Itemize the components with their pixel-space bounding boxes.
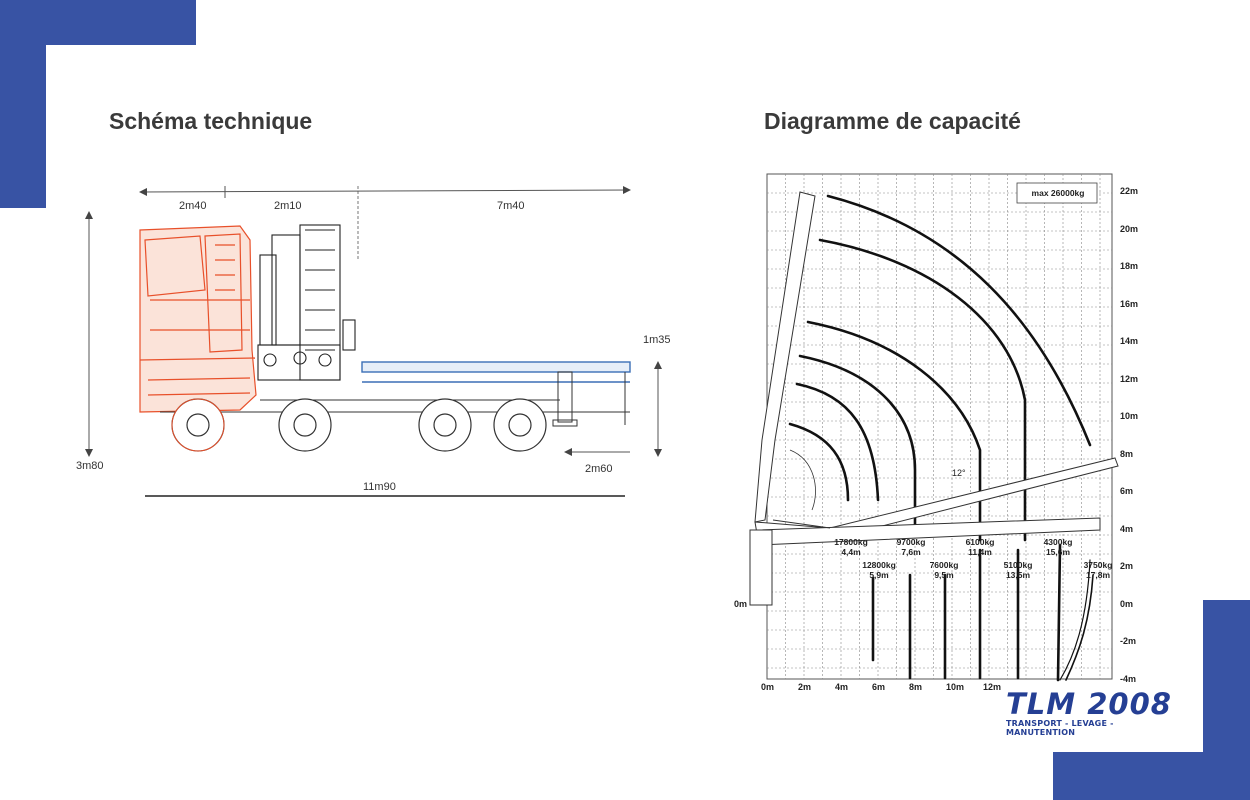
dim-height: 3m80 [76,460,104,472]
y-tick-label: 2m [1120,561,1134,571]
load-value: 5100kg [1003,560,1033,570]
max-capacity-label: max 26000kg [1031,188,1085,198]
reach-value: 7,6m [901,547,921,557]
x-tick-label: 0m [761,682,775,692]
reach-value: 4,4m [841,547,861,557]
reach-value: 9,5m [934,570,954,580]
y-tick-label: 18m [1120,261,1139,271]
y-tick-label: 16m [1120,298,1139,309]
capacity-title: Diagramme de capacité [764,108,1021,134]
tlm-logo: TLM 2008 TRANSPORT - LEVAGE - MANUTENTIO… [1006,689,1181,737]
reach-value: 17,8m [1085,570,1111,580]
load-value: 12800kg [862,560,896,570]
x-tick-label: 2m [798,682,812,692]
y-tick-label: 10m [1120,411,1139,421]
dim-deck-height: 1m35 [643,334,671,346]
reach-value: 13,5m [1005,570,1031,580]
y-tick-label: 20m [1120,223,1139,234]
logo-tagline: TRANSPORT - LEVAGE - MANUTENTION [1006,719,1114,737]
schema-title: Schéma technique [109,108,313,134]
crane-structure [257,224,356,381]
corner-decoration-bottom-bar [1053,752,1250,800]
y-tick-label: -2m [1120,636,1137,646]
load-value: 4300kg [1043,537,1073,547]
zero-label: 0m [734,599,748,609]
x-tick-label: 4m [835,682,849,692]
load-value: 7600kg [929,560,959,570]
y-tick-label: 12m [1120,373,1139,384]
x-tick-label: 10m [946,682,965,692]
reach-value: 5,9m [869,570,889,580]
x-tick-label: 12m [983,682,1002,692]
y-tick-label: 22m [1120,186,1139,196]
y-tick-label: 8m [1120,448,1134,459]
angle-label: 12° [952,468,966,478]
y-tick-label: 0m [1120,598,1134,609]
y-tick-label: 6m [1120,486,1134,496]
dim-crane-length: 2m10 [274,200,302,212]
dim-deck-length: 7m40 [497,200,525,212]
truck-deck [361,361,631,383]
dim-total-length: 11m90 [363,481,396,493]
y-tick-label: -4m [1120,673,1137,684]
dim-cab-length: 2m40 [179,200,207,212]
x-tick-label: 8m [909,682,923,692]
x-tick-label: 6m [872,682,886,692]
dim-rear-overhang: 2m60 [585,463,613,475]
reach-value: 15,6m [1045,547,1071,557]
load-value: 17800kg [834,537,868,547]
load-curves [788,194,1094,682]
logo-name: TLM 2008 [1006,687,1172,721]
y-tick-label: 14m [1120,336,1139,346]
reach-value: 11,4m [968,547,992,557]
load-value: 3750kg [1083,560,1113,570]
truck-cab [139,225,257,413]
corner-decoration-left-bar [0,0,46,208]
crane-arm [749,191,1119,606]
y-tick-label: 4m [1120,523,1134,534]
load-value: 6100kg [965,537,995,547]
load-value: 9700kg [896,537,926,547]
